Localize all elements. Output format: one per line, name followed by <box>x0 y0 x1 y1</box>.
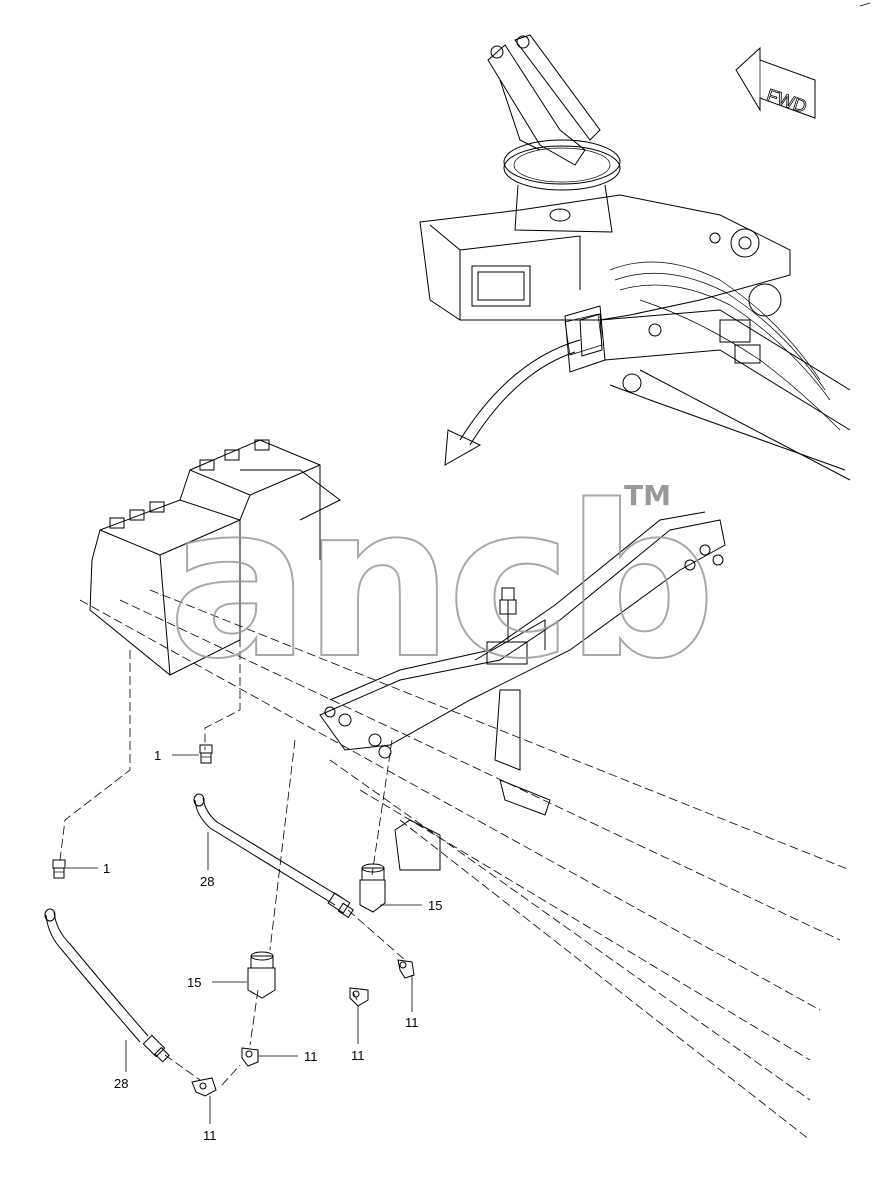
fitting-1-upper <box>199 744 213 764</box>
fitting-1-lower <box>52 859 66 879</box>
fwd-direction-marker: FWD <box>735 46 816 119</box>
machine-overview <box>419 34 851 481</box>
callout-11-d: 11 <box>203 1128 217 1143</box>
callout-28-lower: 28 <box>114 1076 128 1091</box>
adapter-15-left <box>247 951 276 999</box>
elbow-11-d <box>191 1077 217 1097</box>
callout-1-lower: 1 <box>103 861 110 876</box>
callout-11-a: 11 <box>405 1015 419 1030</box>
elbow-11-c <box>241 1047 259 1067</box>
hose-28-upper <box>193 793 354 919</box>
callout-11-c: 11 <box>304 1049 318 1064</box>
callout-28-upper: 28 <box>200 874 214 889</box>
callout-15-right: 15 <box>428 898 442 913</box>
watermark-trademark: TM <box>624 479 671 512</box>
callout-11-b: 11 <box>351 1048 365 1063</box>
chassis-detail <box>59 439 851 1141</box>
callout-15-left: 15 <box>187 975 201 990</box>
callout-leaders <box>66 754 422 1124</box>
adapter-15-right <box>359 863 386 913</box>
callout-labels: 1 1 28 28 15 15 11 11 11 11 <box>103 748 442 1143</box>
corner-mark <box>859 2 871 7</box>
elbow-11-a <box>397 959 415 979</box>
watermark-text: ancb <box>168 460 710 705</box>
fwd-label: FWD <box>764 85 809 117</box>
watermark: ancb TM <box>167 459 717 706</box>
detail-arrow <box>444 339 581 466</box>
hose-28-lower <box>44 908 170 1063</box>
callout-1-upper: 1 <box>154 748 161 763</box>
elbow-11-b <box>349 987 369 1007</box>
